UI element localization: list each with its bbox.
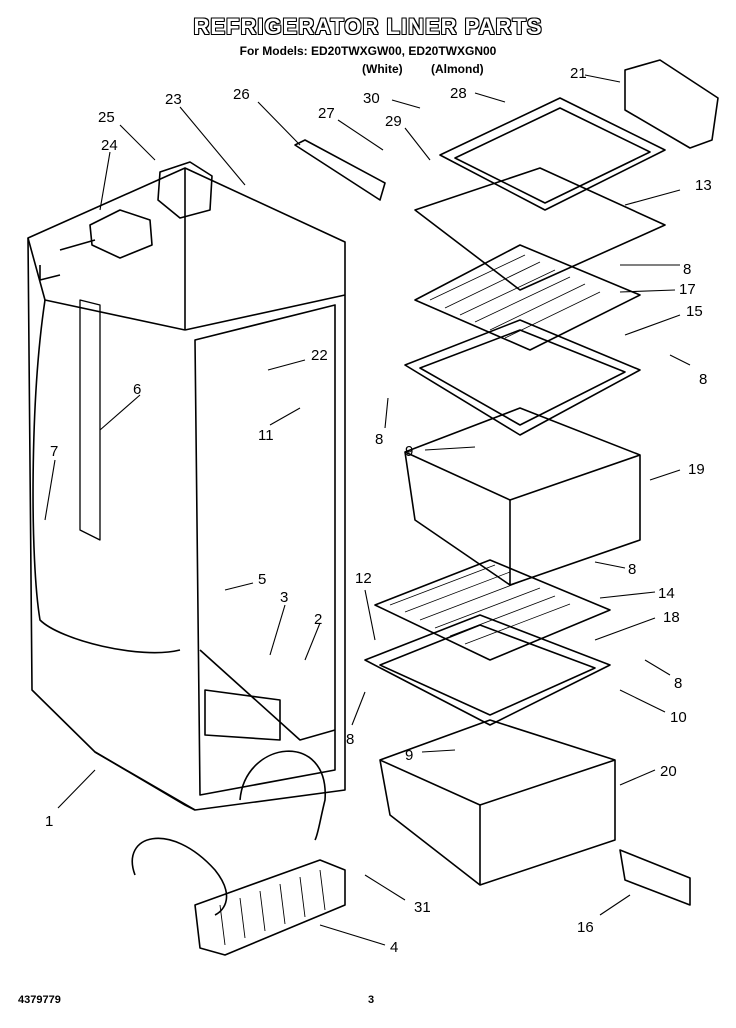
page-number: 3 xyxy=(368,994,375,1006)
part-4-drain-pan xyxy=(131,750,346,956)
part-19-crisper-drawer xyxy=(404,407,641,586)
callout-15: 15 xyxy=(686,303,703,320)
variant-almond: (Almond) xyxy=(431,62,484,76)
part-16-label xyxy=(619,849,691,906)
callout-27: 27 xyxy=(318,105,335,122)
callout-2: 2 xyxy=(314,611,322,628)
part-25-bracket xyxy=(157,161,213,219)
callout-22: 22 xyxy=(311,347,328,364)
callout-24: 24 xyxy=(101,137,118,154)
callout-6: 6 xyxy=(133,381,141,398)
part-21-dairy-bin xyxy=(624,59,719,149)
callout-1: 1 xyxy=(45,813,53,830)
callout-8e: 8 xyxy=(674,675,682,692)
callout-8a: 8 xyxy=(683,261,691,278)
part-17-wire-shelf xyxy=(414,244,641,351)
callout-8c: 8 xyxy=(375,431,383,448)
callout-21: 21 xyxy=(570,65,587,82)
part-28-upper-shelf xyxy=(439,97,666,211)
callout-13: 13 xyxy=(695,177,712,194)
callout-11: 11 xyxy=(258,427,274,444)
callout-16: 16 xyxy=(577,919,594,936)
callout-3: 3 xyxy=(280,589,288,606)
callout-20: 20 xyxy=(660,763,677,780)
callout-28: 28 xyxy=(450,85,467,102)
part-number: 4379779 xyxy=(18,994,61,1006)
callout-8d: 8 xyxy=(628,561,636,578)
callout-9b: 9 xyxy=(405,747,413,764)
callout-25: 25 xyxy=(98,109,115,126)
callout-leaders xyxy=(44,74,691,946)
callout-10: 10 xyxy=(670,709,687,726)
callout-26: 26 xyxy=(233,86,250,103)
callout-31: 31 xyxy=(414,899,431,916)
part-18-crisper-cover-frame xyxy=(364,614,611,726)
callout-30: 30 xyxy=(363,90,380,107)
callout-labels: 21 28 30 25 23 26 27 29 24 13 8 17 15 22… xyxy=(45,65,712,956)
part-15-crisper-cover-frame xyxy=(404,319,641,436)
callout-29: 29 xyxy=(385,113,402,130)
models-line: For Models: ED20TWXGW00, ED20TWXGN00 xyxy=(239,44,497,58)
callout-8f: 8 xyxy=(346,731,354,748)
part-26-rail xyxy=(294,139,386,201)
callout-18: 18 xyxy=(663,609,680,626)
callout-4: 4 xyxy=(390,939,398,956)
callout-8b: 8 xyxy=(699,371,707,388)
part-20-crisper-drawer xyxy=(379,719,616,886)
liner-cabinet xyxy=(27,167,346,811)
callout-5: 5 xyxy=(258,571,266,588)
callout-7: 7 xyxy=(50,443,58,460)
variant-white: (White) xyxy=(362,62,403,76)
part-13-shelf-frame xyxy=(414,167,666,291)
callout-19: 19 xyxy=(688,461,705,478)
diagram-title: REFRIGERATOR LINER PARTS xyxy=(193,14,543,39)
callout-9a: 9 xyxy=(405,443,413,460)
callout-12: 12 xyxy=(355,570,372,587)
callout-23: 23 xyxy=(165,91,182,108)
part-14-wire-shelf xyxy=(374,559,611,661)
callout-14: 14 xyxy=(658,585,675,602)
part-24-bracket xyxy=(89,209,153,259)
callout-17: 17 xyxy=(679,281,696,298)
